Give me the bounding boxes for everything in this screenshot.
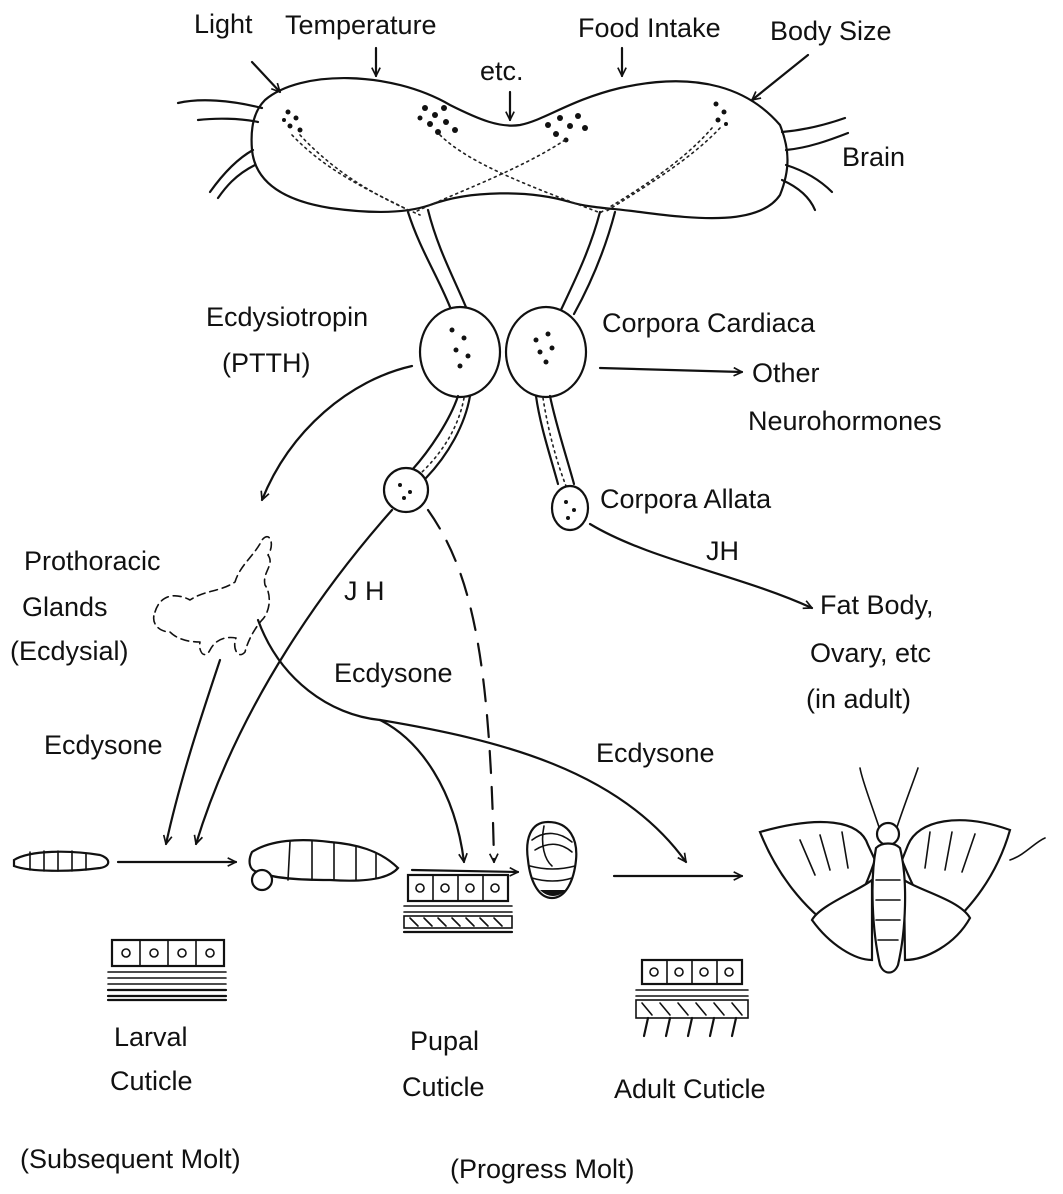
large-larva xyxy=(250,840,398,890)
label-body-size: Body Size xyxy=(770,16,892,46)
label-light: Light xyxy=(194,9,253,39)
label-pupal: Pupal xyxy=(410,1026,479,1056)
label-corpora-allata: Corpora Allata xyxy=(600,484,772,514)
label-adult-cuticle: Adult Cuticle xyxy=(614,1074,766,1104)
prothoracic-gland xyxy=(154,537,272,655)
label-jh-left: J H xyxy=(344,576,385,606)
label-prothoracic: Prothoracic xyxy=(24,546,161,576)
label-etc: etc. xyxy=(480,56,524,86)
label-corpora-cardiaca: Corpora Cardiaca xyxy=(602,308,816,338)
small-larva xyxy=(14,851,108,871)
adult-cuticle-section xyxy=(636,960,748,1036)
larval-cuticle-section xyxy=(108,940,226,1000)
brain-drawing xyxy=(178,78,848,218)
corpora-cardiaca-left xyxy=(408,210,500,478)
label-ovary: Ovary, etc xyxy=(810,638,931,668)
corpora-allata-right xyxy=(552,486,588,530)
corpora-allata-left xyxy=(384,468,428,512)
label-progress-molt: (Progress Molt) xyxy=(450,1154,635,1184)
label-larval: Larval xyxy=(114,1022,188,1052)
label-ptth: (PTTH) xyxy=(222,348,310,378)
label-ecdysone-mid: Ecdysone xyxy=(334,658,453,688)
label-food-intake: Food Intake xyxy=(578,13,721,43)
label-jh-right: JH xyxy=(706,536,739,566)
label-pupal-cuticle: Cuticle xyxy=(402,1072,485,1102)
pupa xyxy=(527,822,576,898)
label-larval-cuticle: Cuticle xyxy=(110,1066,193,1096)
label-ecdysone-right: Ecdysone xyxy=(596,738,715,768)
pupal-cuticle-section xyxy=(404,875,512,932)
label-temperature: Temperature xyxy=(285,10,437,40)
label-brain: Brain xyxy=(842,142,905,172)
adult-moth xyxy=(760,768,1045,973)
label-in-adult: (in adult) xyxy=(806,684,911,714)
label-fat-body: Fat Body, xyxy=(820,590,934,620)
label-other: Other xyxy=(752,358,820,388)
label-ecdysial: (Ecdysial) xyxy=(10,636,129,666)
label-neurohormones: Neurohormones xyxy=(748,406,942,436)
label-subsequent-molt: (Subsequent Molt) xyxy=(20,1144,241,1174)
label-ecdysone-left: Ecdysone xyxy=(44,730,163,760)
label-glands: Glands xyxy=(22,592,108,622)
corpora-cardiaca-right xyxy=(506,212,615,486)
label-ecdysiotropin: Ecdysiotropin xyxy=(206,302,368,332)
